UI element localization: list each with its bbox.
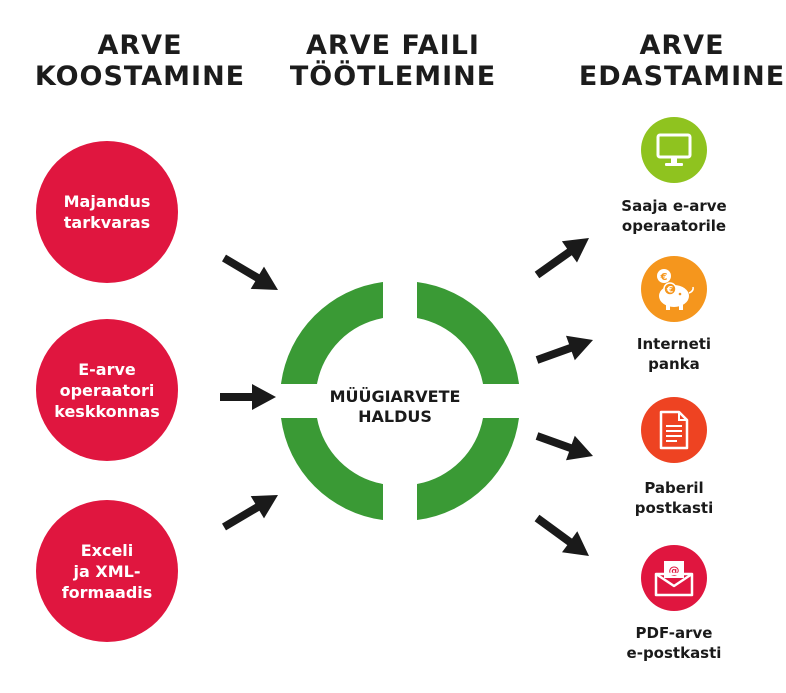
- euro-glyph: €: [666, 286, 673, 296]
- monitor-icon: [641, 117, 707, 183]
- ring-segment-top-left: [281, 282, 383, 384]
- destination-label-operator: Saaja e-arve operaatorile: [595, 196, 753, 236]
- destination-label-line: operaatorile: [621, 217, 727, 235]
- heading-invoice-delivery: ARVE EDASTAMINE: [562, 30, 786, 92]
- heading-line: ARVE FAILI: [306, 30, 480, 61]
- envelope-icon: @: [641, 545, 707, 611]
- arrow-accounting-to-ring: [222, 254, 278, 290]
- source-e-invoice-operator: E-arve operaatori keskkonnas: [36, 319, 178, 461]
- source-label-line: Exceli: [80, 540, 134, 560]
- source-label-line: operaatori: [59, 380, 155, 400]
- heading-line: ARVE: [97, 30, 183, 61]
- ring-segment-bottom-left: [281, 418, 383, 520]
- destination-label-line: postkasti: [634, 499, 714, 517]
- destination-label-paper-mail: Paberil postkasti: [595, 478, 753, 518]
- heading-line: ARVE: [639, 30, 725, 61]
- destination-label-line: Saaja e-arve: [621, 197, 727, 215]
- destination-label-internet-bank: Interneti panka: [595, 334, 753, 374]
- heading-invoice-processing: ARVE FAILI TÖÖTLEMINE: [273, 30, 513, 92]
- center-label-line: HALDUS: [358, 407, 432, 426]
- heading-invoice-creation: ARVE KOOSTAMINE: [20, 30, 260, 92]
- arrow-excel-to-ring: [222, 495, 278, 531]
- arrows: [220, 238, 593, 556]
- euro-glyph: €: [660, 272, 668, 283]
- source-label-line: formaadis: [61, 582, 153, 602]
- destination-label-line: e-postkasti: [626, 644, 722, 662]
- arrow-ring-to-email: [534, 514, 589, 556]
- piggy-bank-icon: € €: [641, 256, 707, 322]
- source-label-line: ja XML-: [73, 561, 141, 581]
- arrow-ring-to-operator: [534, 238, 589, 279]
- heading-line: TÖÖTLEMINE: [289, 61, 497, 92]
- source-excel-xml: Exceli ja XML- formaadis: [36, 500, 178, 642]
- processing-ring: [281, 282, 519, 520]
- arrow-ring-to-bank: [535, 335, 593, 364]
- ring-segment-bottom-right: [417, 418, 519, 520]
- destination-label-line: panka: [648, 355, 700, 373]
- destination-label-line: Interneti: [636, 335, 712, 353]
- at-glyph: @: [669, 564, 680, 577]
- arrow-ring-to-paper: [535, 432, 593, 461]
- arrow-operator-to-ring: [220, 384, 276, 410]
- center-label-line: MÜÜGIARVETE: [329, 387, 461, 406]
- document-icon: [641, 397, 707, 463]
- ring-segment-top-right: [417, 282, 519, 384]
- heading-line: KOOSTAMINE: [34, 61, 246, 92]
- destination-label-pdf-email: PDF-arve e-postkasti: [595, 623, 753, 663]
- destination-label-line: Paberil: [644, 479, 704, 497]
- source-label-line: tarkvaras: [63, 213, 151, 232]
- source-accounting-software: Majandus tarkvaras: [36, 141, 178, 283]
- destination-label-line: PDF-arve: [635, 624, 713, 642]
- center-label: MÜÜGIARVETE HALDUS: [300, 387, 490, 427]
- source-label-line: keskkonnas: [54, 401, 160, 421]
- heading-line: EDASTAMINE: [578, 61, 786, 92]
- source-label-line: Majandus: [63, 192, 151, 211]
- source-label-line: E-arve: [78, 359, 136, 379]
